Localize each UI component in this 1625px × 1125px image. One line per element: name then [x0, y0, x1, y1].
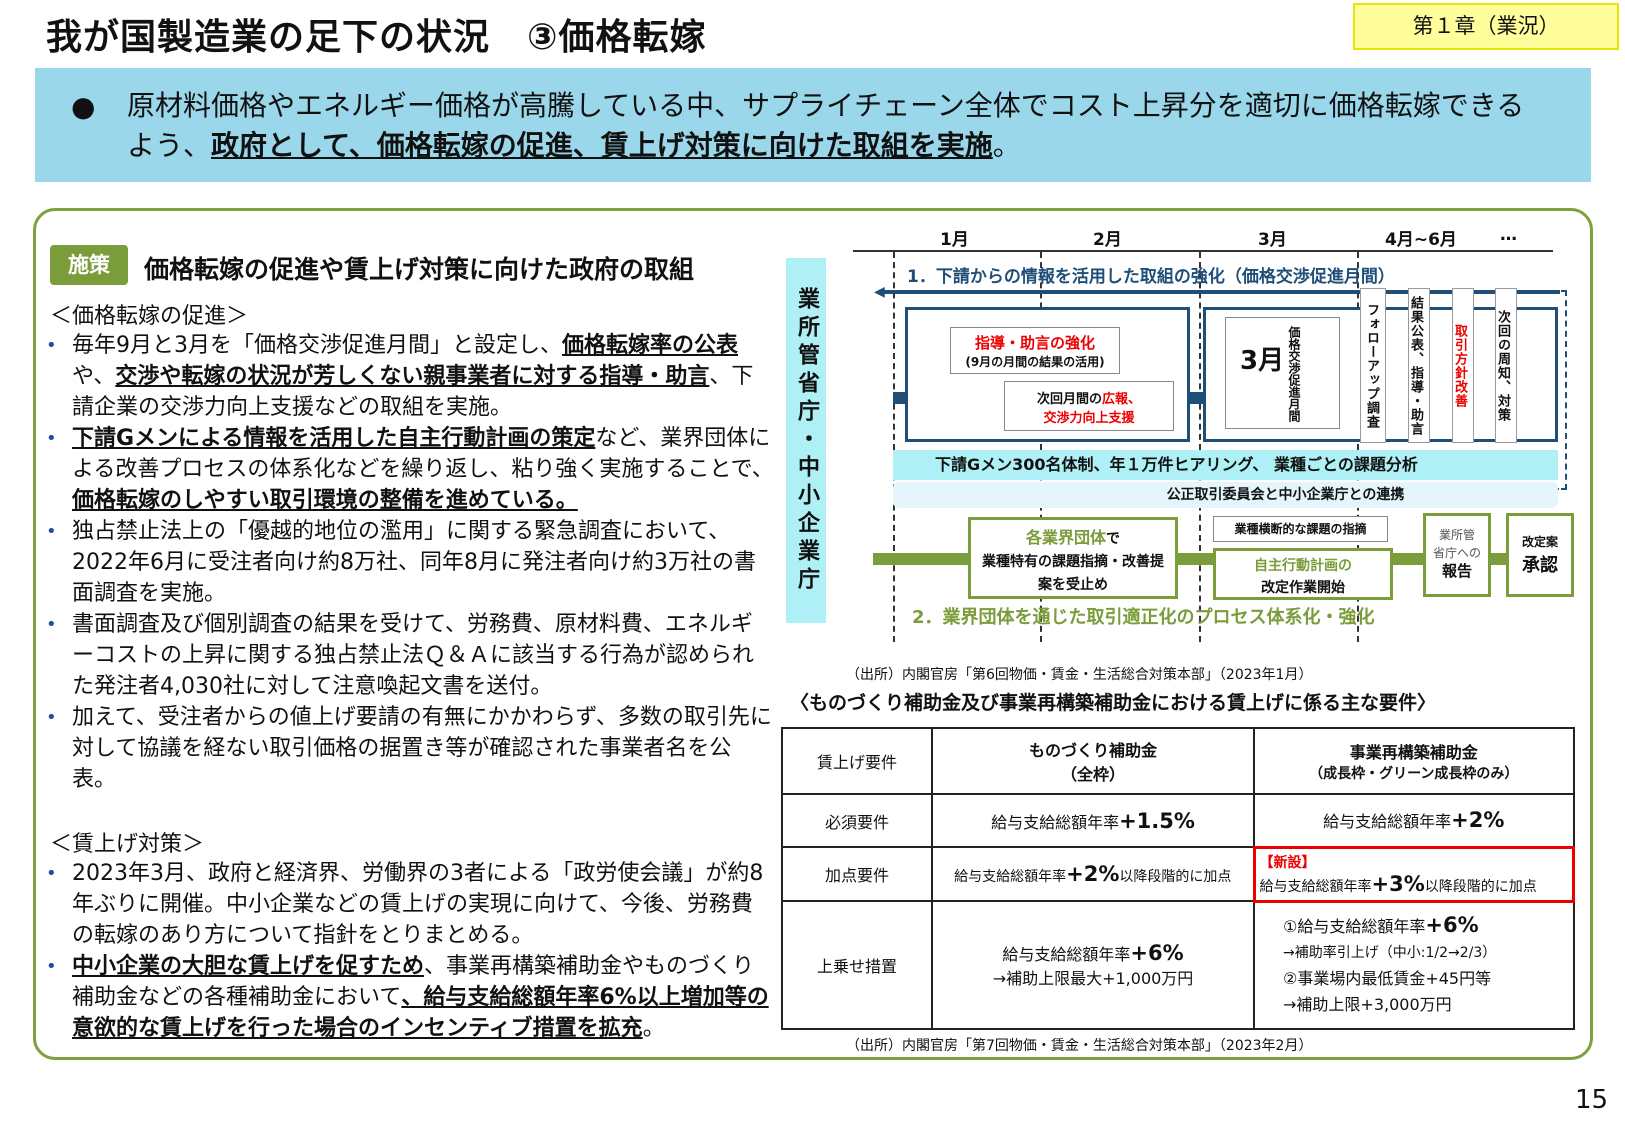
- cross-issue-box: 業種横断的な課題の指摘: [1213, 516, 1388, 542]
- list-item: 中小企業の大胆な賃上げを促すため、事業再構築補助金やものづくり補助金などの各種補…: [44, 951, 774, 1044]
- page-number: 15: [1575, 1085, 1609, 1115]
- table-row: 必須要件給与支給総額年率+1.5%給与支給総額年率+2%: [781, 793, 1575, 848]
- approval-box: 改定案承認: [1506, 513, 1574, 597]
- table-source: （出所）内閣官房「第7回物価・賃金・生活総合対策本部」（2023年2月）: [846, 1038, 1313, 1054]
- summary-end: 。: [992, 129, 1021, 162]
- publicity-box: 次回月間の広報、交渉力向上支援: [1004, 381, 1174, 431]
- month-label: …: [1500, 225, 1517, 245]
- price-bullets: 毎年9月と3月を「価格交渉促進月間」と設定し、価格転嫁率の公表や、交渉や転嫁の状…: [44, 330, 774, 795]
- table-row: 賃上げ要件ものづくり補助金（全枠）事業再構築補助金（成長枠・グリーン成長枠のみ）: [781, 727, 1575, 795]
- track1-title: 1．下請からの情報を活用した取組の強化（価格交渉促進月間）: [907, 267, 1395, 287]
- list-item: 下請Gメンによる情報を活用した自主行動計画の策定など、業界団体による改善プロセス…: [44, 423, 774, 516]
- section-heading: 価格転嫁の促進や賃上げ対策に向けた政府の取組: [144, 255, 695, 284]
- list-item: 2023年3月、政府と経済界、労働界の3者による「政労使会議」が約8年ぶりに開催…: [44, 858, 774, 951]
- requirements-table: 賃上げ要件ものづくり補助金（全枠）事業再構築補助金（成長枠・グリーン成長枠のみ）…: [781, 727, 1575, 1030]
- content-frame: [33, 208, 1593, 1060]
- summary-body: 原材料価格やエネルギー価格が高騰している中、サプライチェーン全体でコスト上昇分を…: [127, 89, 1525, 162]
- list-item: 書面調査及び個別調査の結果を受けて、労務費、原材料費、エネルギーコストの上昇に関…: [44, 609, 774, 702]
- month-label: 3月: [1258, 230, 1287, 250]
- march-month-box: 3月 価格交渉促進月間: [1225, 317, 1340, 429]
- month-label: 2月: [1093, 230, 1122, 250]
- month-label: 1月: [940, 230, 969, 250]
- wage-bullets: 2023年3月、政府と経済界、労働界の3者による「政労使会議」が約8年ぶりに開催…: [44, 858, 774, 1044]
- chapter-label: 第１章（業況）: [1353, 3, 1619, 50]
- actor-label: 業所管省庁・中小企業庁: [786, 258, 826, 623]
- list-item: 独占禁止法上の「優越的地位の濫用」に関する緊急調査において、2022年6月に受注…: [44, 516, 774, 609]
- gmen-band: 下請Gメン300名体制、年１万件ヒアリング、 業種ごとの課題分析: [893, 450, 1558, 480]
- month-label: 4月~6月: [1385, 230, 1457, 250]
- table-row: 加点要件給与支給総額年率+2%以降段階的に加点【新設】給与支給総額年率+3%以降…: [781, 845, 1575, 903]
- plan-box: 自主行動計画の改定作業開始: [1213, 548, 1393, 600]
- summary-text: 原材料価格やエネルギー価格が高騰している中、サプライチェーン全体でコスト上昇分を…: [127, 86, 1547, 166]
- step-publish: 結果公表、指導・助言: [1408, 288, 1430, 443]
- step-policy: 取引方針改善: [1452, 288, 1474, 443]
- diagram-source: （出所）内閣官房「第6回物価・賃金・生活総合対策本部」（2023年1月）: [846, 667, 1313, 683]
- report-box: 業所管省庁への報告: [1423, 513, 1491, 597]
- subsection-price: ＜価格転嫁の促進＞: [50, 304, 249, 329]
- subsection-wage: ＜賃上げ対策＞: [50, 832, 205, 857]
- list-item: 毎年9月と3月を「価格交渉促進月間」と設定し、価格転嫁率の公表や、交渉や転嫁の状…: [44, 330, 774, 423]
- requirements-title: 〈ものづくり補助金及び事業再構築補助金における賃上げに係る主な要件〉: [790, 692, 1437, 714]
- step-followup: フォローアップ調査: [1360, 288, 1386, 443]
- ftc-band: 公正取引委員会と中小企業庁との連携: [893, 482, 1558, 508]
- arrow-left-icon: ◀: [874, 284, 885, 300]
- measure-tag: 施策: [50, 245, 128, 285]
- page-title: 我が国製造業の足下の状況 ③価格転嫁: [46, 17, 707, 58]
- track2-title: 2．業界団体を通じた取引適正化のプロセス体系化・強化: [912, 607, 1375, 628]
- summary-emphasis: 政府として、価格転嫁の促進、賃上げ対策に向けた取組を実施: [211, 129, 993, 162]
- list-item: 加えて、受注者からの値上げ要請の有無にかかわらず、多数の取引先に対して協議を経な…: [44, 702, 774, 795]
- industry-box: 各業界団体で業種特有の課題指摘・改善提案を受止め: [968, 517, 1178, 599]
- step-next: 次回の周知、対策: [1495, 288, 1517, 443]
- bullet-icon: ●: [71, 90, 96, 123]
- guidance-box: 指導・助言の強化(9月の月間の結果の活用): [950, 327, 1120, 374]
- summary-banner: ● 原材料価格やエネルギー価格が高騰している中、サプライチェーン全体でコスト上昇…: [35, 68, 1591, 182]
